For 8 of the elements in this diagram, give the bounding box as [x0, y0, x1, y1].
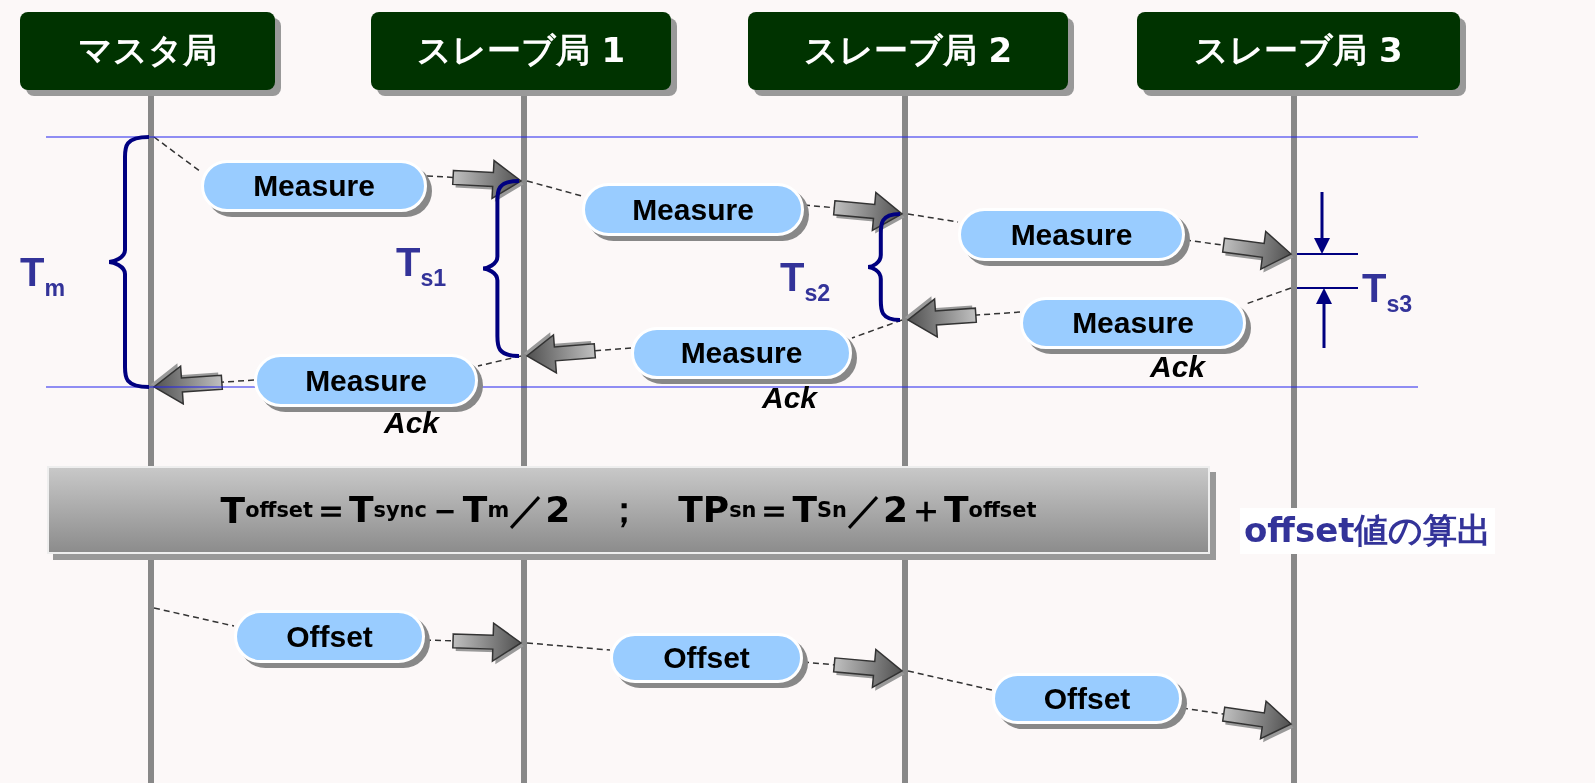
ack-label: Ack	[762, 381, 818, 415]
time-label: T$_{s3}$	[1362, 266, 1413, 319]
ack-label: Ack	[1150, 350, 1206, 384]
time-label: T$_{m}$	[20, 250, 66, 303]
caption-text: offset値の算出	[1240, 508, 1496, 554]
time-label: T$_{s1}$	[396, 240, 447, 293]
ack-label: Ack	[384, 406, 440, 440]
time-label: T$_{s2}$	[780, 255, 831, 308]
